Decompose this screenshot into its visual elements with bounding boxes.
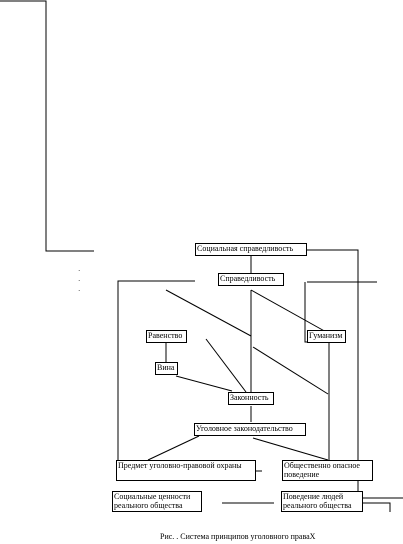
node-social-values: Социальные ценности реального общества [112, 491, 202, 512]
node-criminal-law: Уголовное законодательство [194, 423, 306, 436]
node-justice: Справедливость [218, 273, 284, 286]
figure-caption: Рис. . Система принципов уголовного прав… [160, 532, 316, 541]
node-dangerous-behavior: Общественно опасное поведение [282, 460, 373, 481]
node-equality: Равенство [146, 330, 187, 343]
node-guilt: Вина [155, 362, 178, 375]
node-social-justice: Социальная справедливость [195, 243, 307, 256]
dot-marker: · [78, 267, 81, 275]
node-people-behavior: Поведение людей реального общества [281, 491, 363, 512]
dot-marker: · [78, 287, 81, 295]
dot-marker: · [78, 277, 81, 285]
node-protection-subject: Предмет уголовно-правовой охраны [116, 460, 256, 481]
node-humanism: Гуманизм [307, 330, 346, 343]
node-legality: Законность [228, 392, 274, 405]
